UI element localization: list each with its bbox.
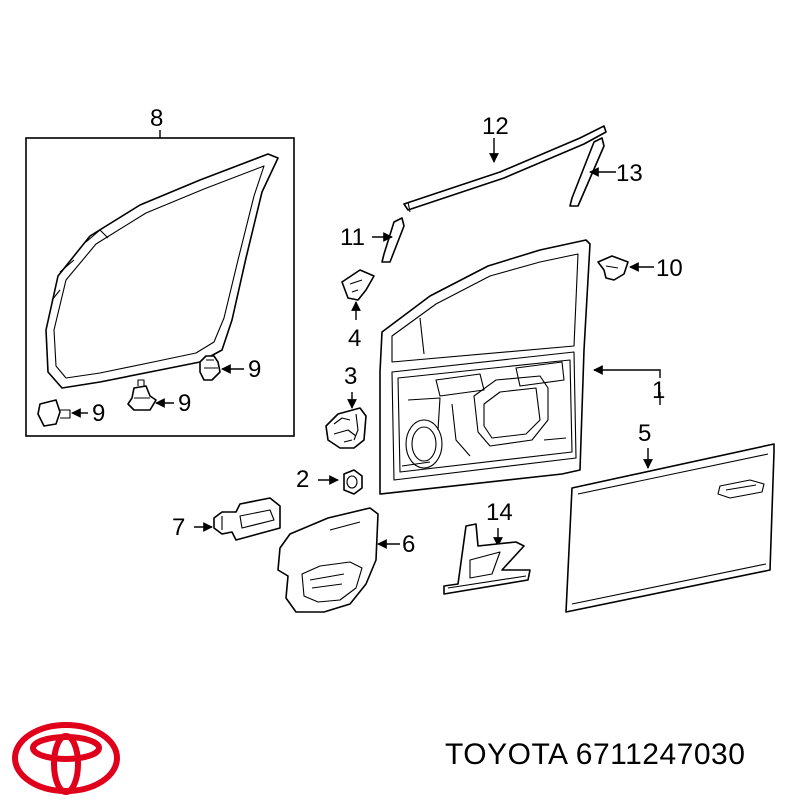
part-number: 6711247030 xyxy=(575,738,746,771)
molding-11 xyxy=(381,217,405,263)
callout-8: 8 xyxy=(150,105,163,132)
callout-12: 12 xyxy=(482,113,509,140)
toyota-logo-icon xyxy=(12,722,120,795)
door-shell-1 xyxy=(379,239,591,495)
callout-7: 7 xyxy=(172,514,185,541)
leader-1 xyxy=(593,365,661,378)
bracket-14 xyxy=(443,523,531,595)
inside-handle-7 xyxy=(213,497,281,541)
bracket-10 xyxy=(597,255,629,281)
callout-13: 13 xyxy=(616,160,643,187)
callout-14: 14 xyxy=(486,499,513,526)
callout-2: 2 xyxy=(296,466,309,493)
weatherstrip-box xyxy=(25,137,295,437)
clip-9-c xyxy=(37,399,71,427)
callout-4: 4 xyxy=(348,325,361,352)
weatherstrip-corner-detail xyxy=(51,229,109,301)
callout-3: 3 xyxy=(344,363,357,390)
bracket-4 xyxy=(341,269,375,301)
callout-9b: 9 xyxy=(178,390,191,417)
callout-10: 10 xyxy=(656,255,683,282)
clip-9-a xyxy=(199,355,221,381)
outer-panel-5 xyxy=(565,443,775,613)
callout-5: 5 xyxy=(638,420,651,447)
door-weatherstrip xyxy=(45,153,279,389)
hinge-3 xyxy=(325,407,367,449)
inner-panel-6 xyxy=(277,507,379,613)
part-caption: TOYOTA 6711247030 xyxy=(445,738,745,772)
callout-9c: 9 xyxy=(92,400,105,427)
callout-11: 11 xyxy=(340,224,365,251)
molding-13 xyxy=(569,137,605,207)
weatherstrip-group: 8 9 9 9 xyxy=(25,105,295,437)
door-weatherstrip-inner xyxy=(53,165,265,379)
callout-6: 6 xyxy=(402,531,415,558)
callout-9a: 9 xyxy=(248,356,261,383)
clip-9-b xyxy=(127,379,157,411)
belt-molding-12 xyxy=(403,125,607,213)
callout-1: 1 xyxy=(652,377,665,404)
brand-name: TOYOTA xyxy=(445,738,567,771)
plug-2 xyxy=(343,469,363,495)
